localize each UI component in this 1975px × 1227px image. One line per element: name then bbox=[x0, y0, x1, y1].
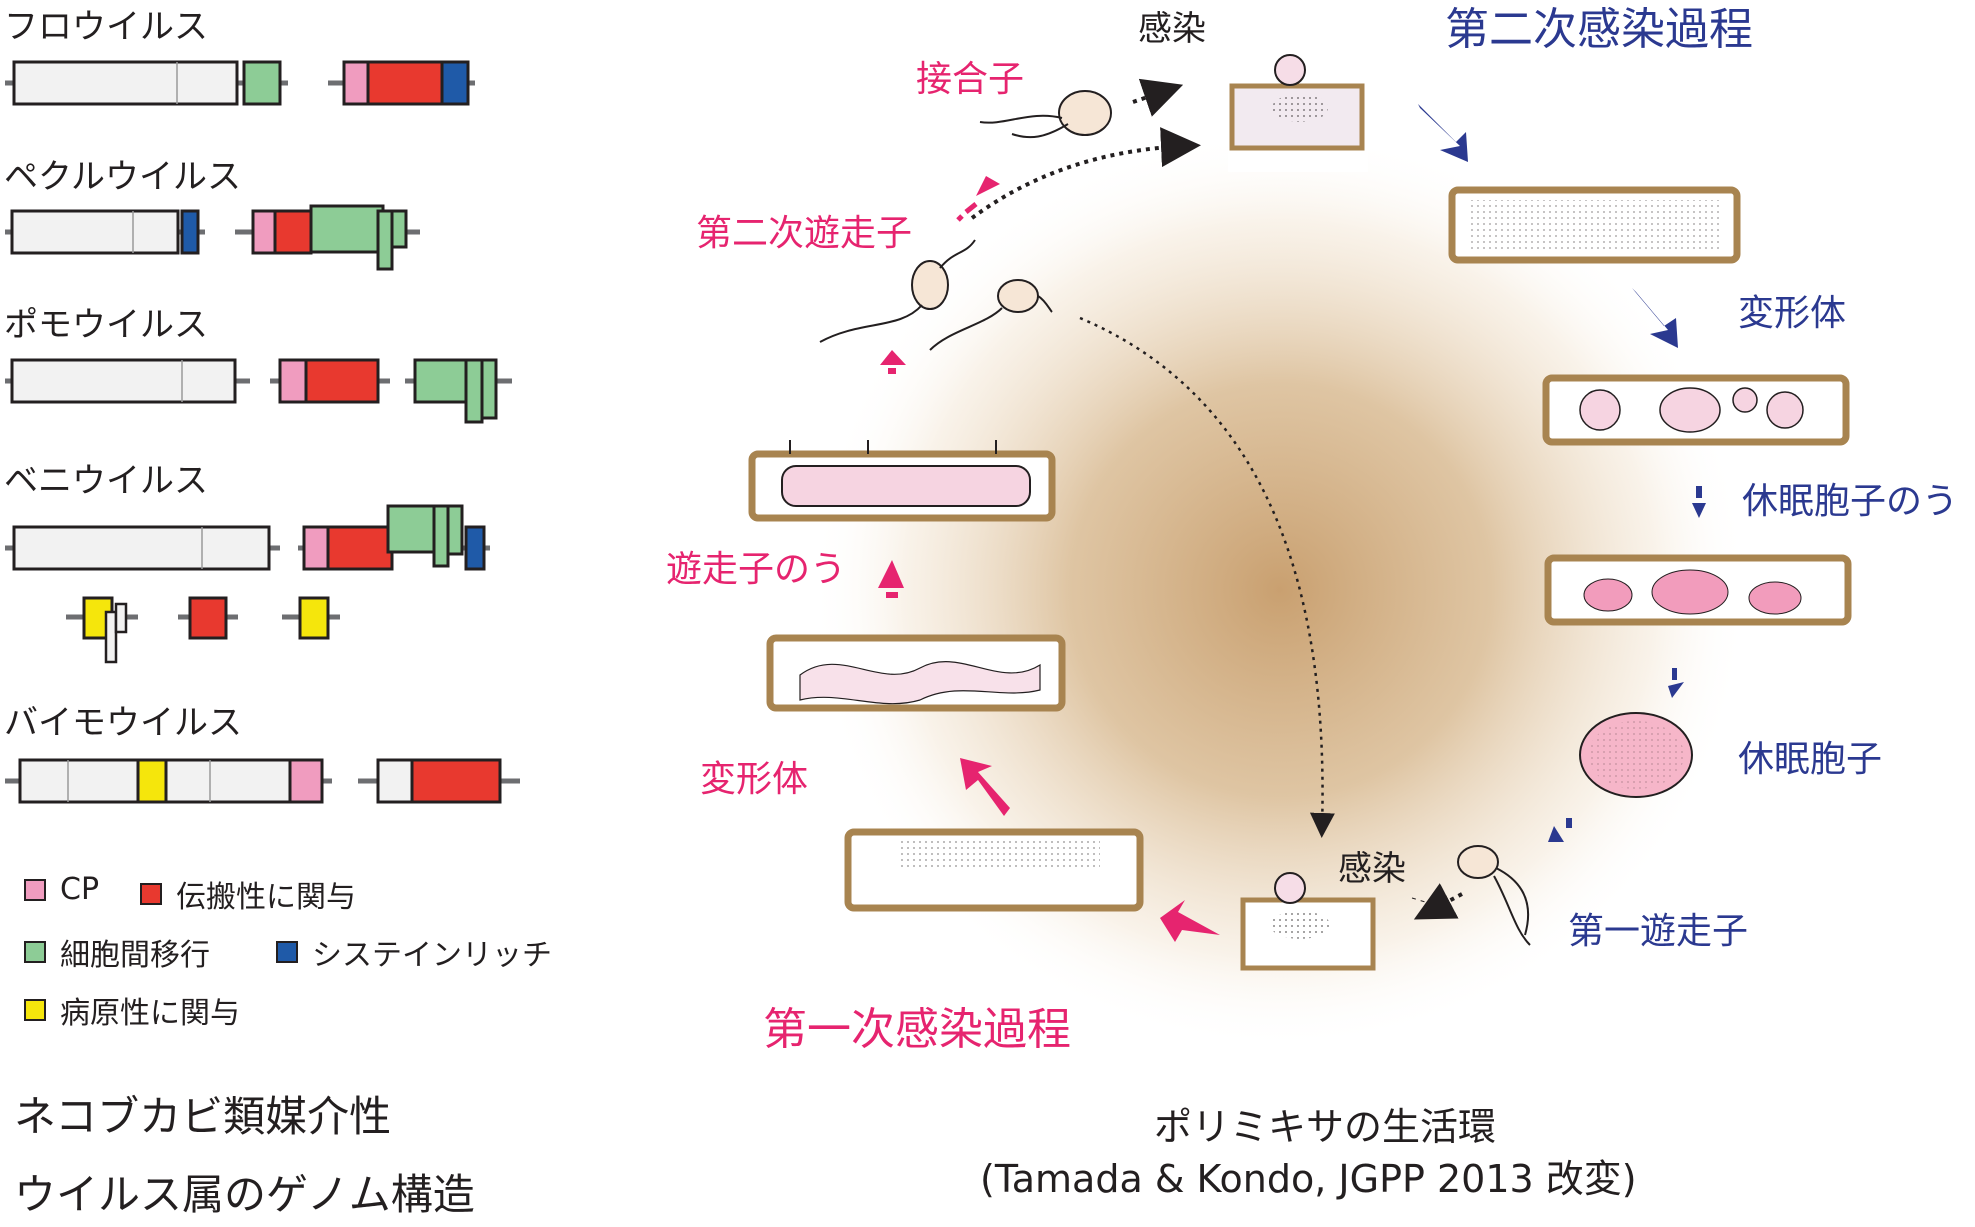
legend-pathogen: 病原性に関与 bbox=[24, 988, 240, 1032]
genome-caption-line1: ネコブカビ類媒介性 bbox=[14, 1092, 392, 1141]
legend-swatch-cp bbox=[24, 878, 46, 901]
genus-label-benyvirus: ベニウイルス bbox=[4, 461, 208, 501]
lifecycle-caption-line2: (Tamada & Kondo, JGPP 2013 改変) bbox=[980, 1157, 1637, 1201]
cell-infection-top bbox=[1228, 54, 1368, 172]
legend-swatch-cys bbox=[276, 941, 298, 963]
legend-cp: CP bbox=[24, 872, 99, 907]
secondary-process-title: 第二次感染過程 bbox=[1445, 4, 1753, 55]
genome-caption-line2: ウイルス属のゲノム構造 bbox=[14, 1170, 475, 1219]
cell-primary-bottom bbox=[844, 828, 1144, 912]
genus-label-furovirus: フロウイルス bbox=[4, 7, 208, 47]
plasmodium-right-label: 変形体 bbox=[1738, 293, 1847, 334]
blue-arrows bbox=[1418, 104, 1706, 842]
cell-zoosporangium bbox=[748, 440, 1056, 522]
zygote-zoospore bbox=[979, 90, 1112, 139]
lifecycle-caption-line1: ポリミキサの生活環 bbox=[1154, 1105, 1497, 1149]
resting-spore-cluster bbox=[1579, 712, 1693, 798]
legend-label-pathogen: 病原性に関与 bbox=[60, 996, 240, 1031]
cell-resting-sporangium bbox=[1544, 554, 1852, 626]
legend-swatch-pathogen bbox=[24, 999, 46, 1021]
zygote-label: 接合子 bbox=[916, 59, 1025, 100]
infection-label-bottom: 感染 bbox=[1338, 849, 1406, 889]
pink-arrows bbox=[878, 176, 1220, 942]
genus-label-pomovirus: ポモウイルス bbox=[4, 305, 208, 345]
primary-zoospore-label: 第一遊走子 bbox=[1568, 911, 1749, 952]
cell-secondary-top bbox=[1448, 186, 1741, 264]
plasmodium-left-label: 変形体 bbox=[700, 759, 809, 800]
legend-label-cp: CP bbox=[60, 872, 100, 907]
legend-vector: 伝搬性に関与 bbox=[140, 872, 356, 916]
dotted-arrows bbox=[970, 78, 1463, 920]
genome-diagrams bbox=[5, 60, 520, 804]
primary-process-title: 第一次感染過程 bbox=[763, 1004, 1071, 1055]
genome-pomovirus bbox=[5, 358, 512, 424]
lifecycle-diagram bbox=[748, 54, 1852, 1050]
cell-plasmodium-right bbox=[1542, 374, 1850, 446]
primary-zoospore bbox=[1457, 845, 1531, 946]
resting-spore-label: 休眠胞子 bbox=[1738, 739, 1883, 780]
legend-swatch-movement bbox=[24, 941, 46, 963]
genome-furovirus bbox=[5, 60, 475, 106]
zoosporangium-label: 遊走子のう bbox=[666, 549, 847, 590]
cell-infection-bottom bbox=[1240, 872, 1376, 971]
legend-label-cys: システインリッチ bbox=[312, 938, 552, 973]
genome-bymovirus bbox=[5, 758, 520, 804]
legend-cys: システインリッチ bbox=[276, 930, 552, 974]
cell-plasmodium-left bbox=[766, 634, 1066, 712]
soil-background bbox=[810, 130, 1750, 1050]
legend-swatch-vector bbox=[140, 883, 162, 905]
legend-label-movement: 細胞間移行 bbox=[60, 938, 210, 973]
infection-label-top: 感染 bbox=[1138, 9, 1206, 49]
secondary-zoospores bbox=[819, 239, 1053, 351]
secondary-zoospore-label: 第二次遊走子 bbox=[696, 213, 913, 254]
genus-label-pecluvirus: ペクルウイルス bbox=[4, 157, 241, 197]
resting-sporangium-label: 休眠胞子のう bbox=[1742, 481, 1959, 522]
legend-movement: 細胞間移行 bbox=[24, 930, 210, 974]
genome-benyvirus bbox=[5, 504, 490, 664]
genus-label-bymovirus: バイモウイルス bbox=[4, 703, 242, 743]
genome-pecluvirus bbox=[5, 204, 420, 271]
legend-label-vector: 伝搬性に関与 bbox=[176, 880, 356, 915]
